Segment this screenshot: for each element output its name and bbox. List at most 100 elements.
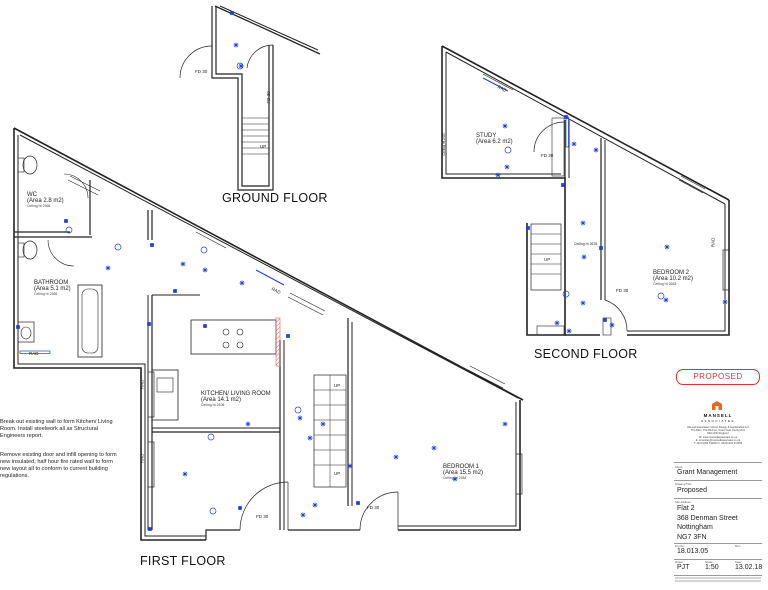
company-logo-icon bbox=[712, 401, 722, 410]
site-address-label: Site Address: bbox=[675, 500, 692, 504]
switch-icon bbox=[286, 334, 290, 338]
radiator-icon bbox=[19, 350, 51, 354]
client-label: Client: bbox=[675, 465, 683, 469]
room-name: WC bbox=[27, 192, 37, 198]
switch-icon bbox=[148, 527, 152, 531]
title-block: PROPOSED MANSELL ASSOCIATES Mansell Asso… bbox=[671, 363, 765, 585]
drawing-title-label: Drawing Title: bbox=[675, 482, 692, 486]
ceiling-light-icon bbox=[609, 322, 615, 328]
socket-icon bbox=[65, 226, 73, 234]
switch-icon bbox=[230, 11, 234, 15]
switch-icon bbox=[150, 243, 154, 247]
address-line: E: enquiries@mansellassociates.co.uk bbox=[695, 438, 741, 442]
address-line: T: 44(0)1332 511960 F: 44(0)1332 511964 bbox=[693, 442, 743, 446]
socket-icon bbox=[207, 433, 215, 441]
socket-icon bbox=[236, 62, 244, 70]
site-line: 368 Denman Street bbox=[677, 514, 738, 522]
ceiling-light-icon bbox=[571, 141, 577, 147]
company-name: MANSELL bbox=[703, 413, 733, 418]
drawing-number-value: 18.013.05 bbox=[677, 548, 709, 555]
first-floor-plan bbox=[13, 127, 524, 541]
room-name: BEDROOM 2 bbox=[653, 270, 690, 276]
room-label-wc: WC (Area 2.8 m2) Ceiling ht 2365 bbox=[27, 192, 64, 208]
address-line: Mansell Associates Interior Design & Han… bbox=[687, 426, 749, 429]
revision-label: Rev: bbox=[735, 544, 741, 548]
ceiling-light-icon bbox=[347, 463, 353, 469]
room-label-bedroom2: BEDROOM 2 (Area 10.2 m2) Ceiling ht 2663 bbox=[653, 270, 693, 286]
ceiling-light-icon bbox=[300, 512, 306, 518]
radiator-label: RAD bbox=[139, 379, 145, 390]
switch-icon bbox=[16, 325, 20, 329]
address-line: W: www.mansellassociates.co.uk bbox=[698, 435, 738, 439]
ceiling-light-icon bbox=[393, 454, 399, 460]
switch-icon bbox=[64, 219, 68, 223]
ceiling-light-icon bbox=[238, 63, 244, 69]
room-ceiling: Ceiling ht 2384 bbox=[443, 475, 467, 480]
site-address-value: Flat 2 368 Denman Street Nottingham NG7 … bbox=[677, 504, 738, 542]
door-label-fd30: FD 30 bbox=[541, 153, 554, 158]
fine-print-lines bbox=[675, 577, 761, 583]
ceiling-light-icon bbox=[502, 123, 508, 129]
first-floor-title: FIRST FLOOR bbox=[140, 554, 226, 568]
ceiling-light-icon bbox=[182, 471, 188, 477]
room-name: KITCHEN/ LIVING ROOM bbox=[201, 391, 271, 397]
ceiling-light-icon bbox=[593, 147, 599, 153]
switch-icon bbox=[561, 183, 565, 187]
stair-up-label: UP bbox=[544, 257, 551, 262]
ceiling-light-icon bbox=[554, 320, 560, 326]
date-value: 13.02.18 bbox=[735, 564, 763, 571]
door-label-fd30: FD 30 bbox=[256, 514, 269, 519]
socket-icon bbox=[657, 292, 665, 300]
room-name: STUDY bbox=[476, 133, 497, 139]
room-area: (Area 15.5 m2) bbox=[443, 470, 484, 477]
switch-icon bbox=[356, 501, 360, 505]
second-floor-plan bbox=[441, 45, 730, 336]
switch-icon bbox=[599, 246, 603, 250]
sloped-windows bbox=[67, 73, 706, 389]
room-area: (Area 10.2 m2) bbox=[653, 276, 694, 283]
electrical-symbols bbox=[16, 11, 728, 531]
switch-icon bbox=[147, 322, 151, 326]
note-break-out-wall: Break out existing wall to form Kitchen/… bbox=[0, 419, 113, 439]
room-label-kitchen: KITCHEN/ LIVING ROOM (Area 14.1 m2) Ceil… bbox=[201, 391, 271, 407]
ceiling-light-icon bbox=[580, 220, 586, 226]
door-label-fd30: FD 30 bbox=[195, 69, 208, 74]
company-address: Mansell Associates Interior Design & Han… bbox=[675, 426, 761, 445]
ceiling-light-icon bbox=[452, 476, 458, 482]
stair-up-label: UP bbox=[334, 471, 341, 476]
room-area: (Area 2.8 m2) bbox=[27, 198, 64, 205]
drawing-number-label: Drg No: bbox=[675, 544, 685, 548]
radiator-label: RAD bbox=[139, 453, 145, 464]
radiator-label: RAD bbox=[710, 237, 716, 248]
socket-icon bbox=[200, 246, 208, 254]
ceiling-height-label: Ceiling ht 2407 bbox=[441, 132, 446, 156]
company-subname: ASSOCIATES bbox=[701, 419, 735, 423]
drawn-value: PJT bbox=[677, 564, 690, 571]
socket-icon bbox=[562, 290, 570, 298]
socket-icon bbox=[209, 507, 217, 515]
ceiling-light-icon bbox=[581, 254, 587, 260]
ceiling-light-icon bbox=[297, 415, 303, 421]
switch-icon bbox=[203, 324, 207, 328]
note-remove-door: Remove existing door and infill opening … bbox=[0, 452, 117, 479]
drawn-label: Drawn: bbox=[675, 560, 684, 564]
ceiling-light-icon bbox=[239, 280, 245, 286]
ceiling-light-icon bbox=[495, 172, 501, 178]
ceiling-light-icon bbox=[566, 328, 572, 334]
room-area: (Area 5.1 m2) bbox=[34, 286, 71, 293]
door-label-fd30: FD 30 bbox=[265, 91, 271, 104]
scale-label: Scale: bbox=[705, 560, 713, 564]
stair-up-label: UP bbox=[260, 144, 267, 149]
ceiling-light-icon bbox=[580, 300, 586, 306]
ceiling-light-icon bbox=[233, 42, 239, 48]
date-label: Date: bbox=[735, 560, 742, 564]
room-area: (Area 6.2 m2) bbox=[476, 139, 513, 146]
socket-icon bbox=[504, 146, 512, 154]
switch-icon bbox=[603, 318, 607, 322]
room-ceiling: Ceiling ht 2408 bbox=[201, 402, 225, 407]
ceiling-light-icon bbox=[245, 421, 251, 427]
ceiling-light-icon bbox=[202, 267, 208, 273]
address-line: The Barn, The Birches, Outer Gate, Derby… bbox=[690, 429, 746, 433]
ground-floor-title: GROUND FLOOR bbox=[222, 191, 328, 205]
